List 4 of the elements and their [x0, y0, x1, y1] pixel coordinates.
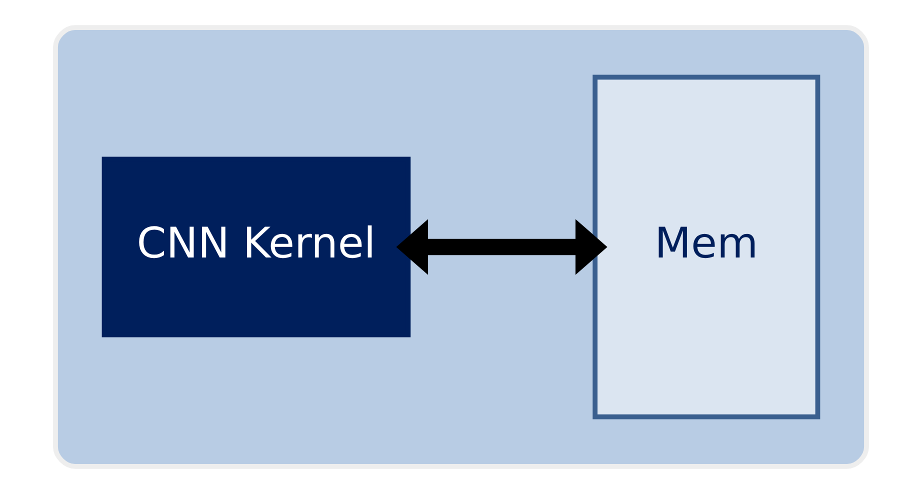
arrow — [396, 219, 607, 275]
cluster — [52, 25, 868, 469]
node-box: CNN Kernel — [101, 156, 410, 338]
node-box: Mem — [592, 74, 820, 420]
